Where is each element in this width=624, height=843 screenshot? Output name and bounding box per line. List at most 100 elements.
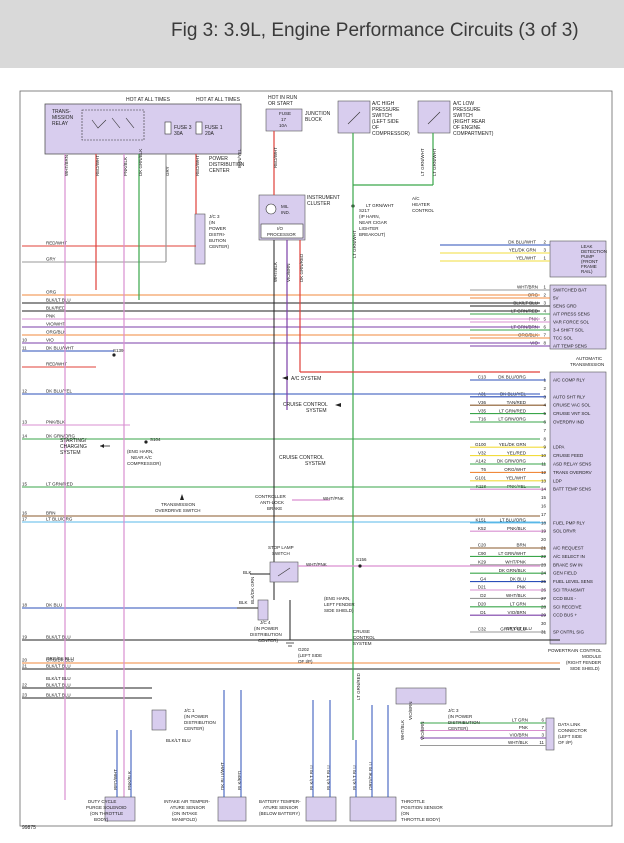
pcm-pin-number: 4 [543, 403, 546, 408]
cruise3-label-3: SYSTEM [353, 641, 372, 646]
pcm-pin-number: 25 [541, 579, 547, 584]
left-wire-label: BLK/LT BLU [46, 693, 71, 698]
ac-low-label-4: (RIGHT REAR [453, 119, 486, 125]
trans-od-ref: TRANSMISSION OVERDRIVE SWITCH [155, 494, 201, 513]
misc-wire-label: BLK/LT BLU [309, 765, 314, 790]
cruise-ref-3: CRUISE CONTROL SYSTEM [353, 629, 375, 646]
pcm-pin-number: 6 [543, 420, 546, 425]
bat-temp-label-1: BATTERY TEMPER- [259, 799, 301, 804]
left-wire-label: ORG/BLK [46, 330, 66, 335]
stop-lamp-label-2: SWITCH [272, 551, 290, 556]
vertical-wire-label: LT GRN/RED [356, 672, 361, 700]
left-wire-number: 18 [22, 603, 28, 608]
dlc-label-1: DATA LINK [558, 722, 580, 727]
tps-label-4: THROTTLE BODY) [401, 817, 441, 822]
junction-label-2: BLOCK [305, 117, 323, 123]
pcm-pin-label: LT GRN/ORG [498, 417, 526, 422]
pcm-pin-function: GEN FIELD [553, 571, 578, 576]
pdc-label-3: CENTER [209, 168, 230, 174]
trans-od-label-1: TRANSMISSION [161, 502, 195, 507]
mil-label-1: MIL [281, 204, 289, 209]
leak-pin-label: YEL/DK GRN [509, 248, 536, 253]
s217-label-2: (IP HARN, [359, 214, 380, 219]
iat-label-2: ATURE SENSOR [170, 805, 206, 810]
jc1-label-3: DISTRIBUTION [184, 720, 216, 725]
dlc-pin-label: LT GRN [512, 718, 528, 723]
left-wire-label: VIO/WHT [46, 322, 65, 327]
starting-label-3: SYSTEM [60, 450, 81, 456]
left-wire-number: 23 [22, 693, 28, 698]
jc3-connector: J/C 3 (IN POWER DISTRI- BUTION CENTER) [194, 213, 230, 265]
misc-wire-label: VIO/BRN [420, 721, 425, 740]
trans-pin-function: 5V [553, 296, 559, 301]
s217-label-5: BREAKOUT) [359, 232, 386, 237]
ac-high-label-3: SWITCH [372, 113, 392, 119]
tps-label-3: (ON [401, 811, 409, 816]
left-wire-number: 11 [22, 346, 27, 351]
pcm-pin-function: ASD RELAY SENS [553, 462, 591, 467]
io-label-1: I/O [277, 226, 284, 231]
fuse1-icon [195, 121, 203, 135]
pcm-pin-label: YEL/WHT [506, 476, 526, 481]
pcm-pin-function: FUEL PMP RLY [553, 520, 585, 525]
purge-label-1: DUTY CYCLE [88, 799, 116, 804]
s104-label-2: (ENG HARN, [127, 449, 154, 454]
leak-label-6: RAIL) [581, 269, 593, 274]
jc4-label-4: CENTER) [258, 638, 279, 643]
vertical-wire-label: RED/WHT [195, 155, 200, 176]
left-wire-number: 22 [22, 683, 28, 688]
trans-pin-number: 3 [543, 301, 546, 306]
pcm-pin-number: 5 [543, 411, 546, 416]
relay-pdc-box: HOT AT ALL TIMES HOT AT ALL TIMES TRANS-… [44, 97, 242, 155]
pcm-pin-number: 28 [541, 604, 547, 609]
jc1-label-2: (IN POWER [184, 714, 209, 719]
pcm-pin-cavity: V36 [478, 400, 487, 405]
pcm-pin-cavity: G4 [480, 576, 487, 581]
cluster-label-1: INSTRUMENT [307, 195, 340, 201]
left-wire-label: LT BLU/ORG [46, 517, 73, 522]
vertical-wire-label: WHT/BLK [273, 262, 278, 282]
auto-trans-box: AUTOMATIC TRANSMISSION [549, 284, 607, 367]
vertical-wire-label: LT GRN/WHT [352, 230, 357, 258]
iat-label-3: (ON INTAKE [172, 811, 197, 816]
pcm-pin-label: LT GRN/RED [499, 408, 527, 413]
starting-charging: STARTING/ CHARGING SYSTEM S104 (ENG HARN… [60, 348, 162, 466]
pcm-pin-label: ORG/WHT [504, 467, 526, 472]
pcm-pin-label: GRY/LT BLU [500, 627, 526, 632]
pcm-pin-function: BRAKE SW IN [553, 562, 583, 567]
pcm-pin-number: 19 [541, 529, 547, 534]
misc-wire-label: RED/WHT [113, 769, 118, 790]
pcm-pin-number: 12 [541, 470, 547, 475]
pcm-pin-number: 20 [541, 537, 547, 542]
dlc-pin-number: 6 [541, 718, 544, 723]
ac-low-label-6: COMPARTMENT) [453, 131, 494, 137]
ac-low-label-1: A/C LOW [453, 101, 474, 107]
jc3b-label-1: J/C 3 [448, 708, 459, 713]
trans-pin-function: VAR FORCE SOL [553, 320, 590, 325]
iat-sensor: INTAKE AIR TEMPER- ATURE SENSOR (ON INTA… [164, 796, 247, 822]
leak-pin-number: 2 [543, 240, 546, 245]
trans-pin-function: 3-4 SHIFT SOL [553, 328, 584, 333]
trans-pin-number: 7 [543, 333, 546, 338]
leak-pin-number: 1 [543, 256, 546, 261]
figure-id: 99875 [22, 825, 36, 831]
left-wire-number: 19 [22, 635, 28, 640]
misc-wire-label: BLK/LT BLU [166, 738, 191, 743]
trans-od-label-2: OVERDRIVE SWITCH [155, 508, 201, 513]
instrument-cluster: MIL IND. I/O PROCESSOR INSTRUMENT CLUSTE… [258, 194, 340, 241]
jc1-connector: J/C 1 (IN POWER DISTRIBUTION CENTER) [151, 708, 216, 731]
pcm-pin-number: 22 [541, 554, 547, 559]
battery-temp-sensor: BATTERY TEMPER- ATURE SENSOR (BELOW BATT… [259, 796, 337, 822]
jc4-label-2: (IN POWER [254, 626, 279, 631]
trans-pin-label: WHT/BRN [517, 285, 538, 290]
left-wire-label: ORG/DK BLU [46, 658, 74, 663]
pcm-pin-cavity: K151 [475, 518, 486, 523]
pcm-pin-number: 3 [543, 394, 546, 399]
trans-pin-function: TCC SOL [553, 336, 573, 341]
pcm-pin-cavity: K52 [478, 526, 487, 531]
stop-lamp-label-1: STOP LAMP [268, 545, 294, 550]
iat-label-1: INTAKE AIR TEMPER- [164, 799, 210, 804]
left-wire-label: VIO [46, 338, 54, 343]
